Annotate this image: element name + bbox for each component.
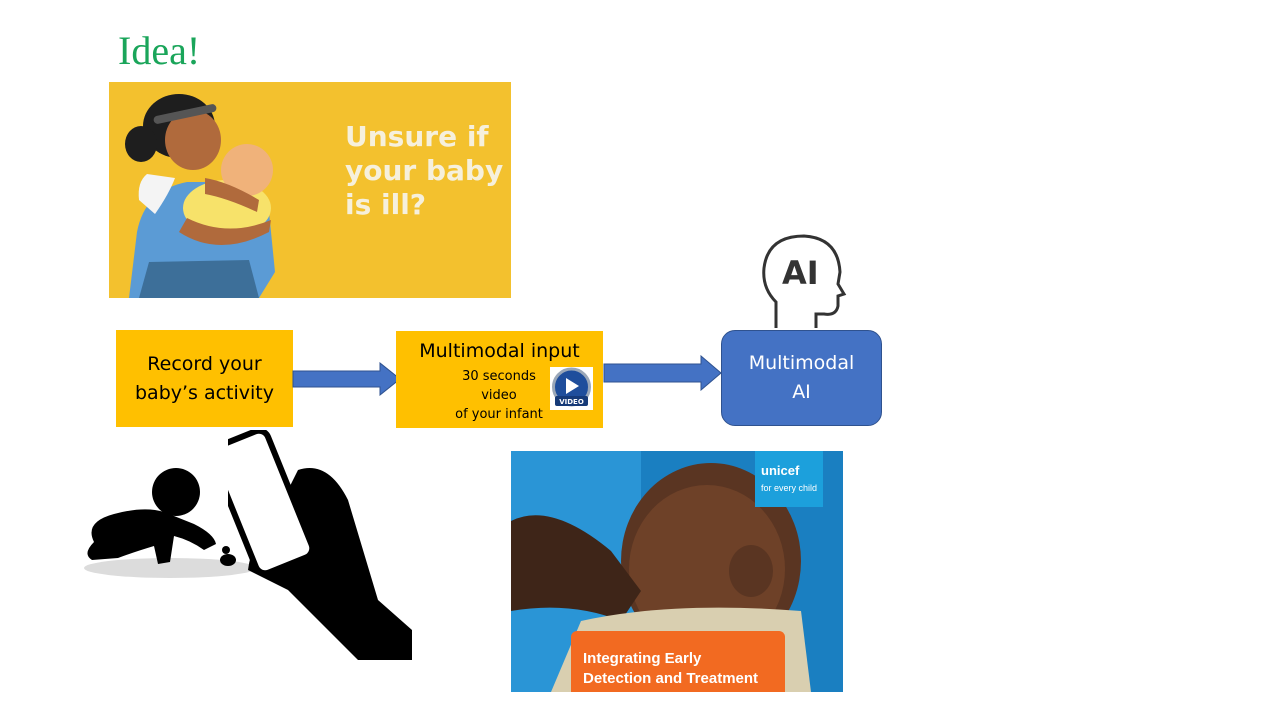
arrow-record-to-input [292,362,401,396]
child-feeding-photo [511,451,843,692]
input-line-2: video [481,388,517,403]
unicef-name: unicef [761,463,800,478]
mother-baby-illustration [125,94,275,298]
ai-line-1: Multimodal [748,352,855,374]
input-line-3: of your infant [455,407,543,422]
ai-head-icon: AI [762,234,847,328]
slide-title: Idea! [118,28,201,73]
multimodal-input-box: Multimodal input 30 seconds video of you… [396,331,603,428]
unicef-photo: unicef for every child Integrating Early… [511,451,843,692]
unicef-logo-icon: unicef for every child [755,451,823,507]
input-title: Multimodal input [419,340,580,362]
arrow-input-to-ai [603,355,722,391]
record-activity-box: Record your baby’s activity [116,330,293,427]
poster-illustration: Unsure if your baby is ill? [109,82,511,298]
photo-banner-text: Integrating Early Detection and Treatmen… [583,650,759,687]
baby-crawling-icon [84,468,254,578]
ai-head-label: AI [782,254,819,292]
record-line-2: baby’s activity [134,381,275,404]
smartphone-hand-icon [228,430,412,660]
input-description: 30 seconds video of your infant [444,367,554,424]
record-line-1: Record your [147,352,262,375]
ai-line-2: AI [792,381,811,403]
poster-headline: Unsure if your baby is ill? [345,120,504,221]
input-line-1: 30 seconds [462,369,536,384]
photo-banner: Integrating Early Detection and Treatmen… [571,631,785,692]
unicef-tagline: for every child [761,483,818,493]
multimodal-ai-box: Multimodal AI [721,330,882,426]
play-video-icon[interactable]: VIDEO [550,367,593,410]
video-icon-label: VIDEO [559,398,584,406]
